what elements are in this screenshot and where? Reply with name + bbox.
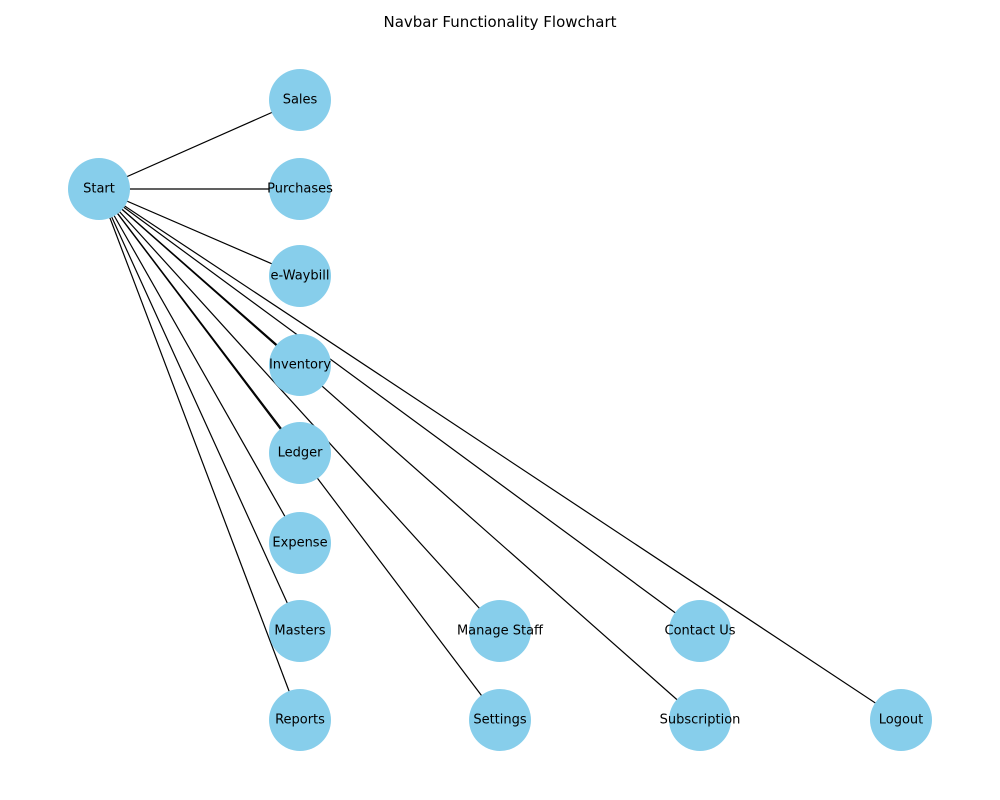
node-start: Start <box>68 158 130 220</box>
node-label-purchases: Purchases <box>267 182 333 197</box>
node-circle-ewaybill <box>269 245 331 307</box>
node-circle-start <box>68 158 130 220</box>
node-reports: Reports <box>269 689 331 751</box>
edge-start-to-reports <box>98 188 301 721</box>
node-circle-settings <box>469 689 531 751</box>
edge-start-to-contact_us <box>98 188 701 632</box>
node-circle-ledger <box>269 422 331 484</box>
node-label-masters: Masters <box>274 624 325 639</box>
edge-start-to-subscription <box>98 188 701 721</box>
node-label-start: Start <box>83 182 115 197</box>
node-label-reports: Reports <box>275 713 325 728</box>
node-expense: Expense <box>269 512 331 574</box>
diagram-title: Navbar Functionality Flowchart <box>383 13 616 31</box>
node-label-ledger: Ledger <box>278 446 324 461</box>
node-circle-inventory <box>269 334 331 396</box>
edge-start-to-logout <box>98 188 902 721</box>
node-inventory: Inventory <box>269 334 331 396</box>
node-label-contact_us: Contact Us <box>665 624 736 639</box>
edge-start-to-ewaybill <box>98 188 301 277</box>
node-label-logout: Logout <box>879 713 924 728</box>
node-label-settings: Settings <box>473 713 527 728</box>
node-circle-purchases <box>269 158 331 220</box>
node-circle-sales <box>269 69 331 131</box>
edge-start-to-manage_staff <box>98 188 501 632</box>
node-circle-expense <box>269 512 331 574</box>
node-circle-subscription <box>669 689 731 751</box>
node-contact_us: Contact Us <box>665 600 736 662</box>
node-circle-contact_us <box>669 600 731 662</box>
node-settings: Settings <box>469 689 531 751</box>
node-circle-reports <box>269 689 331 751</box>
node-sales: Sales <box>269 69 331 131</box>
node-purchases: Purchases <box>267 158 333 220</box>
node-masters: Masters <box>269 600 331 662</box>
node-subscription: Subscription <box>660 689 741 751</box>
edge-start-to-masters <box>98 188 301 632</box>
edge-start-to-sales <box>98 99 301 190</box>
node-label-inventory: Inventory <box>269 358 331 373</box>
node-circle-logout <box>870 689 932 751</box>
node-logout: Logout <box>870 689 932 751</box>
edge-start-to-expense <box>98 188 301 544</box>
node-label-sales: Sales <box>283 93 318 108</box>
node-label-expense: Expense <box>272 536 327 551</box>
node-ewaybill: e-Waybill <box>269 245 331 307</box>
node-label-manage_staff: Manage Staff <box>457 624 544 639</box>
node-ledger: Ledger <box>269 422 331 484</box>
node-circle-manage_staff <box>469 600 531 662</box>
edges-layer <box>98 99 902 721</box>
node-label-subscription: Subscription <box>660 713 741 728</box>
node-label-ewaybill: e-Waybill <box>271 269 330 284</box>
node-circle-masters <box>269 600 331 662</box>
node-manage_staff: Manage Staff <box>457 600 544 662</box>
